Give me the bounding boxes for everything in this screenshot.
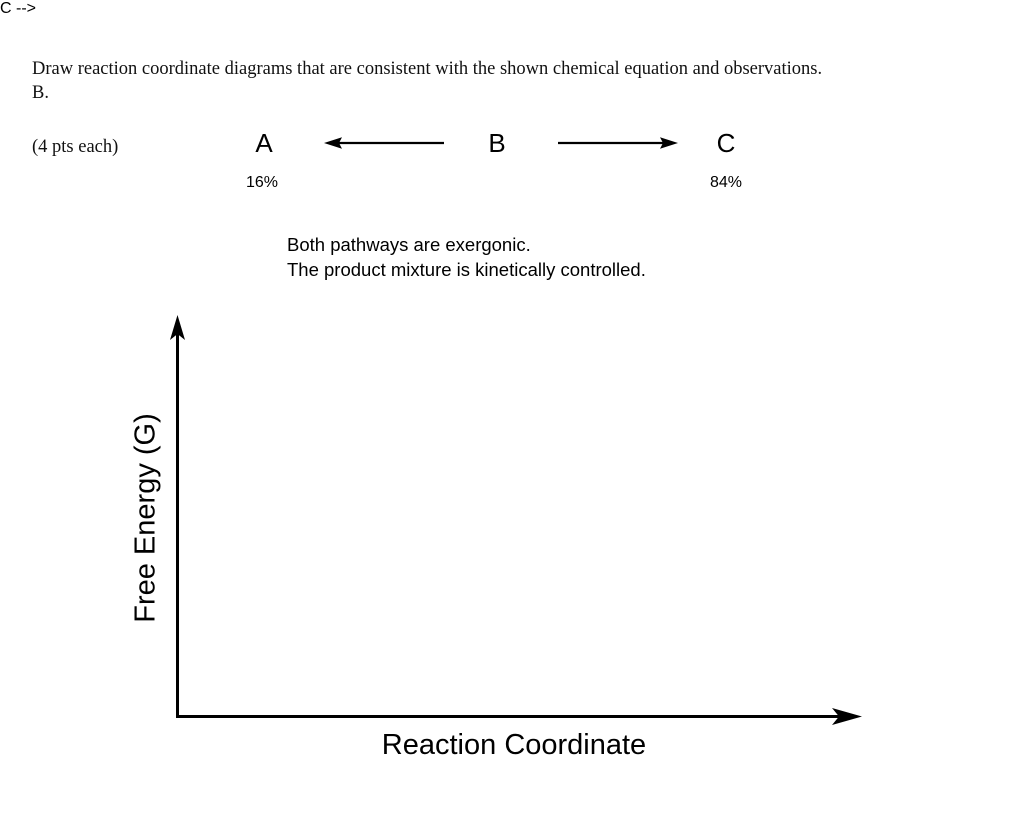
reaction-arrow-left-icon [324,137,444,149]
species-label-c: C [716,128,736,158]
yield-label-c: 84% [709,174,743,191]
yield-label-a: 16% [245,174,279,191]
species-label-b: B [488,128,506,158]
observation-line-2: The product mixture is kinetically contr… [287,259,646,280]
y-axis-label: Free Energy (G) [129,413,162,623]
prompt-line-1: Draw reaction coordinate diagrams that a… [32,59,823,79]
species-label-a: A [255,128,273,158]
section-letter: B. [32,83,49,103]
reaction-scheme: A B C 16% 84% [0,118,1024,198]
reaction-arrow-right-icon [558,137,678,149]
observations-text: Both pathways are exergonic. The product… [287,232,646,282]
prompt-line-2: (4 pts each) [32,137,119,157]
prompt-text: Draw reaction coordinate diagrams that a… [32,4,1007,212]
x-axis-label: Reaction Coordinate [381,729,647,761]
observation-line-1: Both pathways are exergonic. [287,234,531,255]
